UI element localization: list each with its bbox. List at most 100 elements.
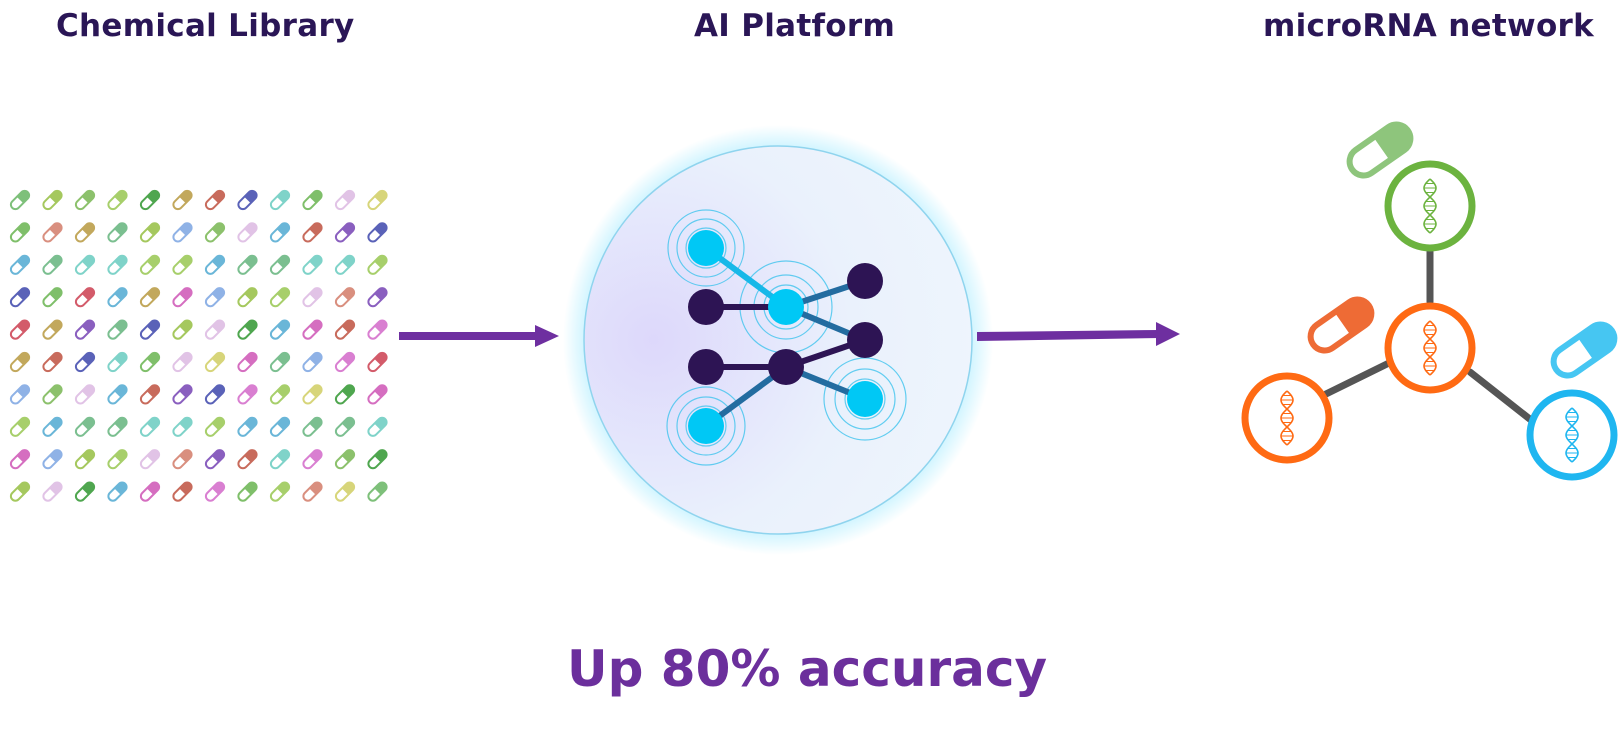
pill-icon	[107, 189, 128, 211]
pill-icon	[172, 222, 193, 243]
pill-icon	[204, 416, 226, 437]
pill-icon	[367, 222, 388, 243]
pill-icon	[302, 222, 323, 243]
pill-icon	[9, 449, 31, 470]
pill-icon	[237, 319, 258, 340]
pill-icon	[367, 449, 388, 470]
pill-icon	[42, 449, 63, 470]
pill-icon	[269, 416, 291, 437]
pill-icon	[42, 351, 63, 373]
pill-icon	[237, 384, 258, 405]
pill-icon	[107, 449, 128, 470]
pill-icon	[9, 416, 31, 437]
microrna-network-heading: microRNA network	[1263, 8, 1595, 44]
pill-icon	[302, 319, 323, 340]
pill-icon	[237, 481, 258, 502]
pill-icon	[74, 384, 96, 405]
pill-icon	[107, 222, 128, 243]
pill-icon	[42, 384, 63, 405]
pill-icon	[74, 481, 96, 502]
pill-icon	[42, 189, 63, 211]
pill-icon	[204, 222, 226, 243]
pill-icon	[1307, 296, 1375, 354]
pill-icon	[107, 416, 128, 437]
pill-icon	[74, 287, 96, 308]
pill-icon	[42, 319, 63, 340]
pill-icon	[139, 384, 161, 405]
pill-icon	[172, 319, 193, 340]
pill-icon	[107, 254, 128, 275]
pill-icon	[74, 189, 96, 211]
pill-icon	[269, 351, 291, 373]
dna-helix-icon	[1565, 407, 1579, 463]
pill-icon	[204, 351, 226, 373]
pill-icon	[107, 351, 128, 373]
ai-platform-heading: AI Platform	[694, 8, 896, 44]
pill-icon	[42, 481, 63, 502]
pill-icon	[367, 254, 388, 275]
pill-icon	[172, 351, 193, 373]
pill-icon	[367, 416, 388, 437]
pill-icon	[367, 189, 388, 211]
pill-icon	[204, 449, 226, 470]
pill-icon	[334, 222, 356, 243]
pill-icon	[302, 449, 323, 470]
pill-icon	[204, 481, 226, 502]
pill-icon	[139, 351, 161, 373]
pill-icon	[172, 449, 193, 470]
microrna-network	[1241, 121, 1618, 481]
pill-icon	[237, 222, 258, 243]
pill-icon	[1346, 121, 1414, 179]
pill-icon	[139, 481, 161, 502]
orange-mirna-hub-center	[1384, 302, 1476, 394]
pill-icon	[334, 319, 356, 340]
pill-icon	[9, 287, 31, 308]
ai-platform-disc	[563, 125, 993, 555]
pill-icon	[334, 416, 356, 437]
pill-icon	[269, 319, 291, 340]
pill-icon	[9, 222, 31, 243]
pill-icon	[74, 351, 96, 373]
pill-icon	[42, 416, 63, 437]
pill-icon	[302, 384, 323, 405]
pill-icon	[42, 222, 63, 243]
pill-icon	[9, 319, 31, 340]
pill-icon	[334, 449, 356, 470]
pill-icon	[367, 287, 388, 308]
arrow-right-icon	[399, 325, 559, 347]
pill-icon	[172, 254, 193, 275]
pill-icon	[172, 287, 193, 308]
pill-icon	[42, 254, 63, 275]
pill-icon	[334, 384, 356, 405]
pill-icon	[107, 319, 128, 340]
dna-helix-icon	[1280, 390, 1294, 446]
pill-icon	[269, 222, 291, 243]
pill-icon	[237, 416, 258, 437]
pill-icon	[302, 351, 323, 373]
pill-icon	[302, 416, 323, 437]
pill-icon	[74, 319, 96, 340]
pill-icon	[139, 319, 161, 340]
pill-icon	[139, 222, 161, 243]
pill-icon	[204, 189, 226, 211]
pill-icon	[139, 189, 161, 211]
arrow-right-icon	[977, 322, 1180, 346]
pill-icon	[269, 384, 291, 405]
pill-icon	[367, 481, 388, 502]
pill-icon	[367, 384, 388, 405]
chemical-library-heading: Chemical Library	[56, 8, 355, 44]
pill-icon	[269, 481, 291, 502]
pill-icon	[74, 449, 96, 470]
pill-icon	[334, 254, 356, 275]
pill-icon	[204, 287, 226, 308]
pill-icon	[269, 449, 291, 470]
accuracy-caption: Up 80% accuracy	[567, 640, 1048, 698]
pill-icon	[302, 287, 323, 308]
pill-icon	[107, 481, 128, 502]
pill-icon	[204, 384, 226, 405]
pill-icon	[269, 254, 291, 275]
pill-icon	[334, 351, 356, 373]
pill-icon	[172, 384, 193, 405]
pill-icon	[139, 416, 161, 437]
